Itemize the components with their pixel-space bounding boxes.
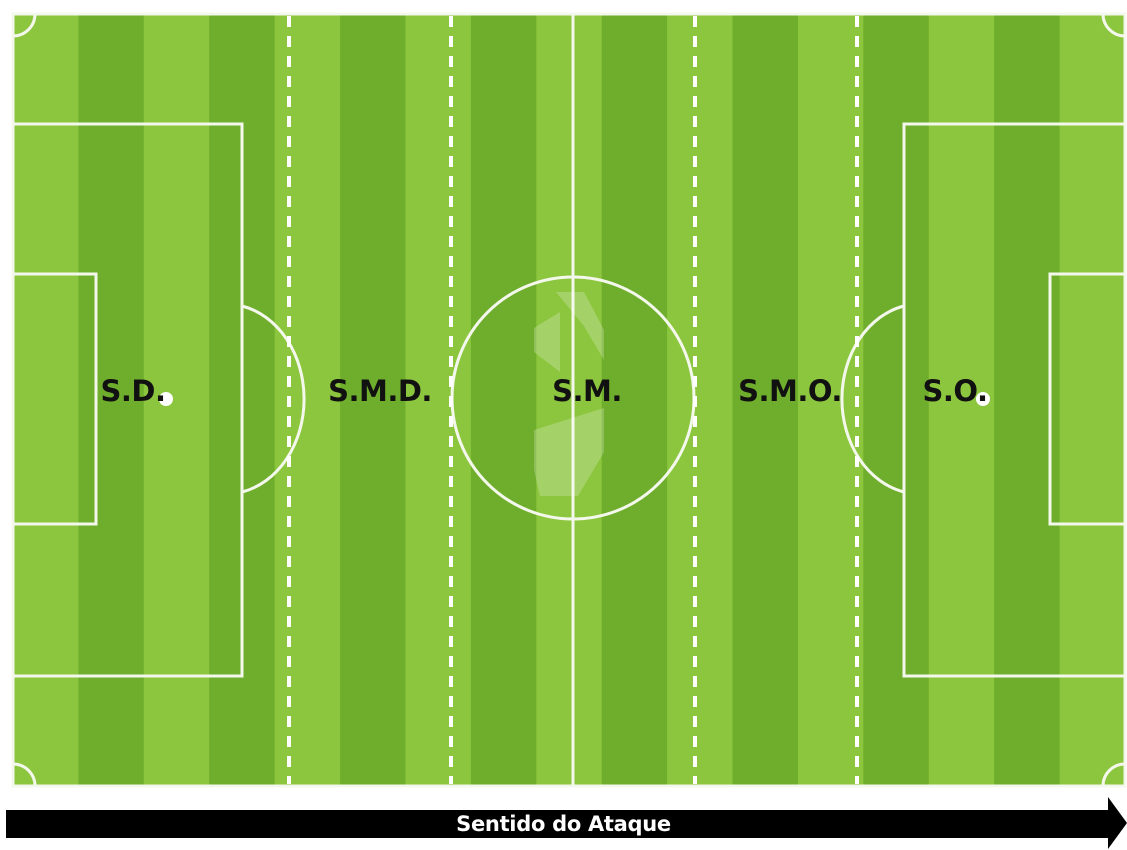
- zone-label-smd: S.M.D.: [328, 374, 432, 408]
- grass-stripe: [863, 14, 929, 786]
- grass-stripe: [13, 14, 79, 786]
- zone-label-sd: S.D.: [101, 374, 166, 408]
- grass-stripe: [471, 14, 537, 786]
- attack-direction-label: Sentido do Ataque: [0, 812, 1127, 836]
- grass-stripe: [1060, 14, 1126, 786]
- zone-label-so: S.O.: [923, 374, 988, 408]
- zone-label-sm: S.M.: [552, 374, 622, 408]
- grass-stripe: [667, 14, 733, 786]
- zone-label-smo: S.M.O.: [738, 374, 842, 408]
